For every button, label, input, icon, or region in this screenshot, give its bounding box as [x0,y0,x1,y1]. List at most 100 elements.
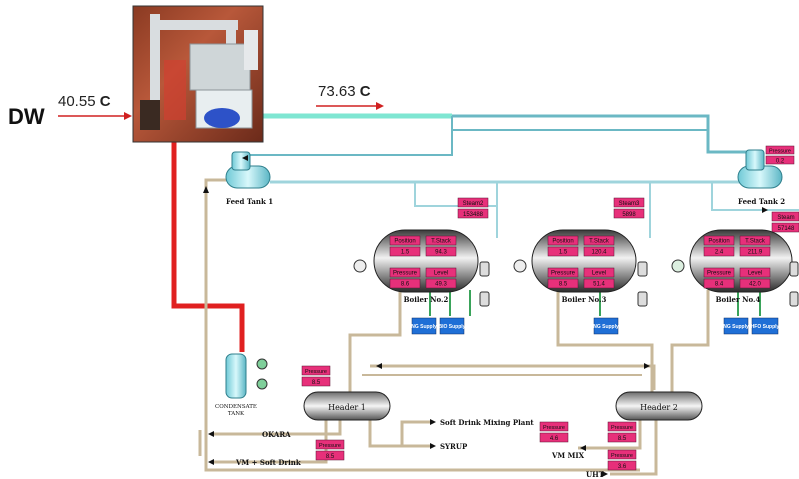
tag-label: Pressure [319,443,341,449]
tag-value: 0.2 [776,159,785,165]
pressure-value: 8.4 [715,282,724,288]
condensate-tank-label-2: TANK [228,411,245,417]
boiler-3: Position 1.5 T.Stack 120.4 Pressure 8.5 … [514,230,647,334]
arrow-icon [644,363,650,369]
arrow-icon [203,186,209,193]
output-vm-mix: VM MIX [551,451,585,460]
steam-tag-3: Steam3 5898 [614,198,644,218]
output-vm-soft-drink: VM + Soft Drink [235,458,301,467]
tstack-label: T.Stack [745,239,766,245]
supply-label: NG Supply [593,324,619,330]
header1-out-soft [370,420,432,446]
arrow-icon [602,471,608,477]
inlet-temperature: 40.55 C [58,93,111,110]
header2-steam-in-a [558,290,652,395]
supply-label: HFO Supply [751,324,780,330]
burner-fan-icon [354,260,366,272]
tag-label: Pressure [769,149,791,155]
header1-out-vm [212,420,326,462]
tstack-value: 94.3 [435,250,447,256]
pressure-value: 8.6 [401,282,410,288]
inlet-arrow-head [124,112,132,120]
burner-fan-icon [514,260,526,272]
tag-value: 3.6 [618,464,627,470]
tag-value: 5898 [622,212,636,218]
burner-fan-icon [672,260,684,272]
output-soft-drink-plant: Soft Drink Mixing Plant [440,418,534,427]
pump-icon [638,262,647,306]
tag-label: Pressure [305,369,327,375]
tag-value: 8.5 [326,454,335,460]
pressure-label: Pressure [707,271,732,277]
pressure-label: Pressure [551,271,576,277]
arrow-icon [376,363,382,369]
tag-label: Pressure [611,425,633,431]
pressure-tag-okara: Pressure 8.5 [316,440,344,460]
boiler-name: Boiler No.2 [404,295,449,304]
boiler-name: Boiler No.3 [562,295,607,304]
steam-tag-2: Steam2 153488 [458,198,488,218]
tag-label: Pressure [611,453,633,459]
pump-icon [790,262,798,306]
steam-tag-4: Steam 57148 [772,212,799,232]
pressure-tag-uht: Pressure 3.6 [608,450,636,470]
header2-steam-in-b [672,290,708,395]
pump-icon [257,379,267,389]
arrow-icon [762,207,768,213]
tag-value: 57148 [778,226,795,232]
tag-value: 8.5 [618,436,627,442]
tstack-value: 211.9 [748,250,763,256]
feed-tank1-header [240,130,452,155]
arrow-icon [430,443,436,449]
inlet-label: DW [8,104,45,129]
pump-icon [257,359,267,369]
position-value: 1.5 [401,250,410,256]
feed-tank-2-label: Feed Tank 2 [738,197,785,206]
position-value: 1.5 [559,250,568,256]
feed-tank-1-label: Feed Tank 1 [226,197,273,206]
tstack-label: T.Stack [589,239,610,245]
level-value: 51.4 [593,282,605,288]
output-syrup: SYRUP [440,442,468,451]
tag-label: Pressure [543,425,565,431]
pressure-tag-vm: Pressure 4.6 [540,422,568,442]
tag-label: Steam2 [463,201,484,207]
header-2: Header 2 [616,392,702,420]
header-1: Header 1 [304,392,390,420]
position-label: Position [552,239,573,245]
level-value: 42.0 [749,282,761,288]
supply-label: NG Supply [723,324,749,330]
pressure-label: Pressure [393,271,418,277]
arrow-icon [430,419,436,425]
boiler-2: Position 1.5 T.Stack 94.3 Pressure 8.6 L… [354,230,489,334]
arrow-icon [208,431,214,437]
boiler-4: Position 2.4 T.Stack 211.9 Pressure 8.4 … [672,230,798,334]
condensate-tank: CONDENSATE TANK [215,354,267,417]
outlet-temperature: 73.63 C [318,83,371,100]
condensate-tank-label: CONDENSATE [215,404,257,410]
supply-label: BIO Supply [439,324,466,330]
pressure-tag-header1: Pressure 8.5 [302,366,330,386]
arrow-icon [208,459,214,465]
tag-value: 8.5 [312,380,321,386]
tstack-value: 120.4 [591,250,607,256]
boiler-name: Boiler No.4 [716,295,761,304]
tstack-label: T.Stack [431,239,452,245]
position-label: Position [708,239,729,245]
tag-label: Steam3 [619,201,640,207]
header-link-top [370,366,654,390]
pressure-tag-header2: Pressure 8.5 [608,422,636,442]
tag-label: Steam [777,215,794,221]
heat-exchanger-photo [133,6,263,142]
tag-value: 4.6 [550,436,559,442]
tag-value: 153488 [463,212,484,218]
position-label: Position [394,239,415,245]
header-name: Header 2 [640,403,678,412]
pump-icon [480,262,489,306]
feed-tank-1: Feed Tank 1 [226,152,273,206]
feed-line-loop [452,116,708,130]
level-value: 49.3 [435,282,447,288]
feed-tank-2-pressure-tag: Pressure 0.2 [766,146,794,165]
header1-steam-in [350,292,400,392]
